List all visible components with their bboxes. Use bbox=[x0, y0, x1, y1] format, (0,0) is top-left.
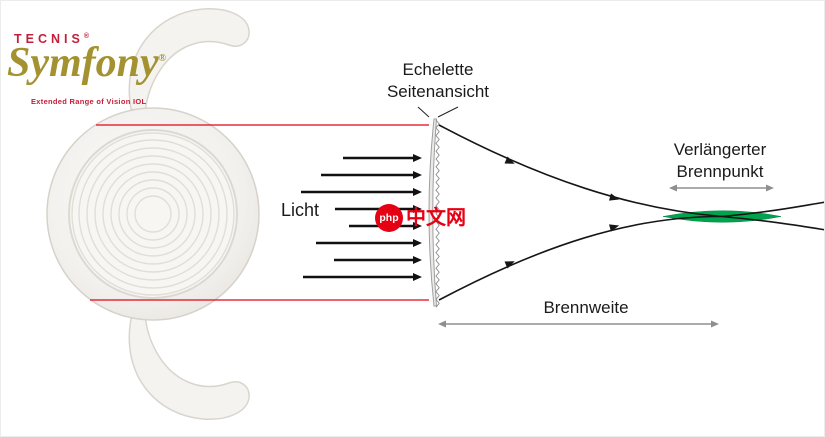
echelette-label-line1: Echelette bbox=[402, 60, 474, 79]
focus-range-arrowhead-left bbox=[669, 184, 677, 192]
extended-focus-label-line2: Brennpunkt bbox=[676, 162, 764, 181]
refracted-ray-bottom bbox=[438, 201, 824, 301]
extended-focus-label: Verlängerter Brennpunkt bbox=[638, 139, 802, 183]
echelette-serrations bbox=[435, 119, 440, 308]
iol-diffractive-ring bbox=[94, 155, 212, 273]
product-tagline: Extended Range of Vision IOL bbox=[31, 97, 147, 106]
focus-range-arrow bbox=[669, 184, 774, 192]
ray-direction-arrowheads bbox=[504, 156, 620, 269]
watermark-site-text: 中文网 bbox=[406, 207, 466, 229]
echelette-pointer-line-right bbox=[437, 106, 459, 118]
tecnis-brand-logo: TECNIS® bbox=[14, 32, 89, 46]
focal-length-arrowhead-right bbox=[711, 320, 719, 328]
iol-diffractive-ring bbox=[86, 147, 220, 281]
iol-diffractive-ring bbox=[118, 179, 188, 249]
symfony-product-text: Symfony bbox=[7, 40, 159, 86]
iol-optic-edge bbox=[68, 129, 238, 299]
refracted-ray-top bbox=[438, 124, 824, 231]
red-reference-lines bbox=[90, 124, 429, 301]
symfony-product-logo: Symfony® bbox=[7, 39, 166, 87]
ray-arrowhead bbox=[609, 224, 620, 232]
focal-length-label: Brennweite bbox=[543, 298, 629, 317]
iol-diffractive-ring bbox=[102, 163, 204, 265]
iol-haptic-bottom bbox=[128, 312, 250, 420]
iol-diffractive-ring bbox=[126, 187, 180, 241]
focal-length-arrowhead-left bbox=[438, 320, 446, 328]
light-label: Licht bbox=[281, 200, 320, 220]
php-logo-icon: php bbox=[375, 204, 403, 232]
echelette-pointer-line-left bbox=[417, 106, 430, 118]
focus-range-arrowhead-right bbox=[766, 184, 774, 192]
iol-diffractive-ring bbox=[134, 195, 172, 233]
echelette-profile bbox=[417, 106, 459, 308]
iol-diffractive-ring bbox=[78, 139, 228, 289]
registered-mark: ® bbox=[158, 53, 167, 64]
focal-length-arrow bbox=[438, 320, 719, 328]
extended-focus-label-line1: Verlängerter bbox=[673, 140, 767, 159]
tecnis-brand-text: TECNIS bbox=[14, 32, 84, 46]
iol-diffractive-ring bbox=[71, 132, 235, 296]
registered-mark: ® bbox=[83, 32, 90, 40]
iol-lens-illustration bbox=[46, 8, 260, 420]
ray-arrowhead bbox=[609, 193, 620, 201]
incident-light-arrows bbox=[301, 154, 422, 281]
echelette-label: Echelette Seitenansicht bbox=[358, 59, 518, 103]
echelette-label-line2: Seitenansicht bbox=[386, 82, 490, 101]
ray-arrowhead bbox=[504, 261, 515, 269]
refracted-rays bbox=[438, 124, 824, 301]
ray-arrowhead bbox=[504, 156, 515, 164]
php-cn-watermark: php 中文网 bbox=[375, 204, 466, 232]
iol-diffractive-ring bbox=[110, 171, 196, 257]
